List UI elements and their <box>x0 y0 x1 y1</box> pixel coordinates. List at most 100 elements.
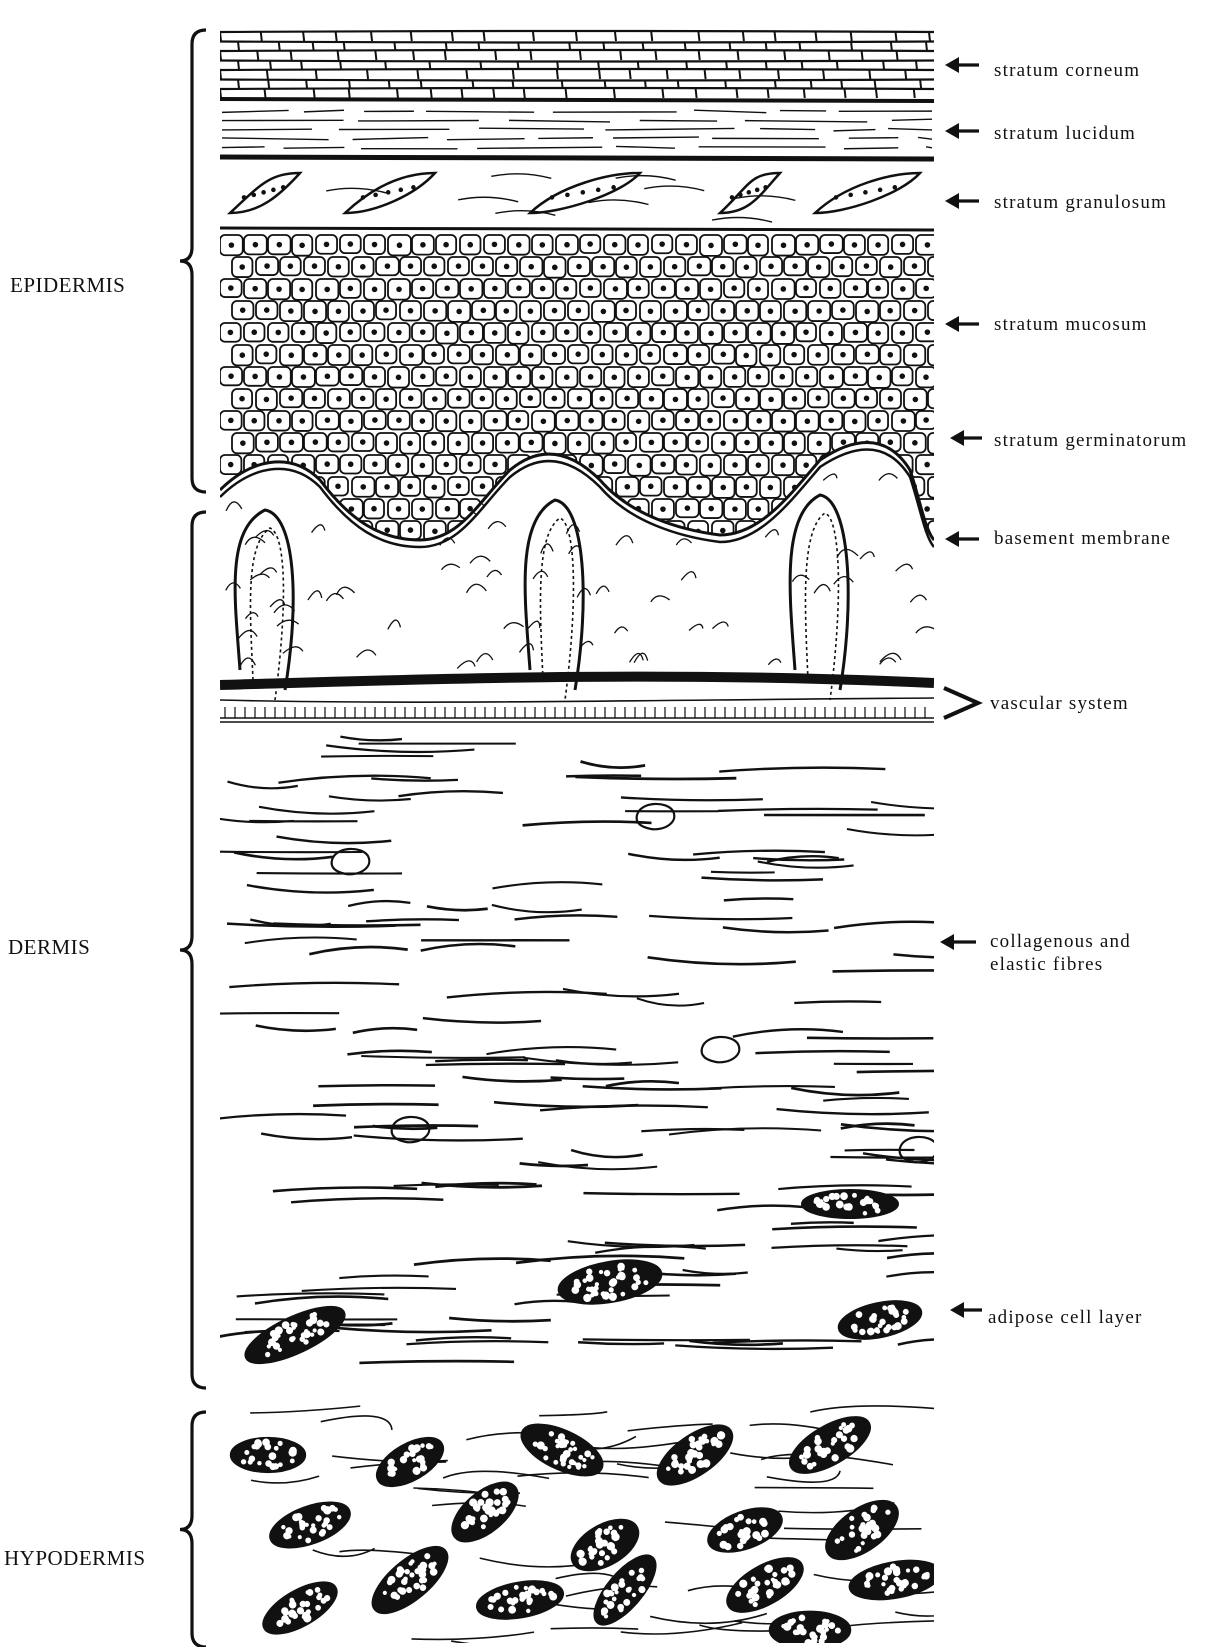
keratohyalin-granule <box>262 191 266 195</box>
adipose-lipid-droplet <box>290 1458 295 1463</box>
stratum-mucosum-label: stratum mucosum <box>994 313 1148 336</box>
keratinocyte-nucleus <box>408 528 413 533</box>
keratinocyte-nucleus <box>912 353 917 358</box>
adipose-lipid-droplet <box>852 1193 857 1198</box>
keratinocyte-nucleus <box>804 286 809 291</box>
keratinocyte-nucleus <box>253 286 258 291</box>
keratinocyte-nucleus <box>757 331 762 336</box>
keratinocyte-nucleus <box>757 419 762 424</box>
keratinocyte-nucleus <box>384 441 389 446</box>
keratohyalin-granule <box>581 191 585 195</box>
keratinocyte-nucleus <box>337 528 342 533</box>
hypodermis-fibre <box>895 1605 975 1616</box>
keratinocyte-nucleus <box>636 419 641 424</box>
dermis-fibre <box>347 1051 431 1055</box>
keratinocyte <box>472 521 494 540</box>
papilla-fibre <box>388 620 401 629</box>
lucidum-streak <box>760 129 815 130</box>
keratinocyte-nucleus <box>625 484 630 489</box>
keratinocyte <box>808 521 830 539</box>
keratinocyte-nucleus <box>696 440 701 445</box>
corneum-divider <box>743 32 744 41</box>
keratinocyte <box>568 477 589 496</box>
adipose-lipid-droplet <box>278 1462 283 1467</box>
keratinocyte-nucleus <box>324 507 329 512</box>
corneum-divider <box>851 42 852 51</box>
dermis-fibre <box>711 872 775 873</box>
dermis-fibre <box>329 796 411 800</box>
adipose-cell <box>648 1414 741 1496</box>
dermis-fibre <box>256 1026 336 1031</box>
keratinocyte-nucleus <box>685 287 690 292</box>
keratohyalin-granule <box>361 196 365 200</box>
keratinocyte <box>544 477 564 495</box>
corneum-divider <box>845 89 846 98</box>
corneum-divider <box>775 32 776 41</box>
corneum-divider <box>736 89 737 98</box>
keratinocyte-nucleus <box>876 418 881 423</box>
keratinocyte-nucleus <box>888 396 893 401</box>
pointer-arrow <box>945 316 979 332</box>
pointer-arrow <box>945 123 979 139</box>
keratinocyte-nucleus <box>576 441 581 446</box>
corneum-divider <box>667 70 668 79</box>
keratinocyte-nucleus <box>588 331 593 336</box>
hypodermis-fibre <box>480 1558 576 1567</box>
hypodermis-fibre <box>251 1476 319 1483</box>
dermis-fibre <box>719 768 885 772</box>
keratinocyte-nucleus <box>588 375 593 380</box>
capillary-loops <box>235 495 848 700</box>
keratinocyte-nucleus <box>445 506 450 511</box>
corneum-divider <box>929 32 930 41</box>
keratinocyte-nucleus <box>612 462 617 467</box>
keratinocyte-nucleus <box>901 287 906 292</box>
adipose-lipid-droplet <box>863 1211 868 1216</box>
keratinocyte-nucleus <box>372 287 377 292</box>
keratinocyte-nucleus <box>841 440 846 445</box>
corneum-line <box>220 31 934 32</box>
papilla-fibre <box>226 583 241 591</box>
keratinocyte-nucleus <box>241 441 246 446</box>
adipose-cell-outline <box>369 1428 451 1496</box>
keratinocyte-nucleus <box>661 286 666 291</box>
keratinocyte-nucleus <box>781 463 786 468</box>
keratinocyte-nucleus <box>372 242 377 247</box>
corneum-divider <box>238 80 239 89</box>
keratinocyte-nucleus <box>468 375 473 380</box>
keratinocyte-nucleus <box>829 418 834 423</box>
keratinocyte-nucleus <box>408 484 413 489</box>
keratinocyte-nucleus <box>468 462 473 467</box>
keratinocyte-nucleus <box>360 396 365 401</box>
keratinocyte-nucleus <box>432 441 437 446</box>
keratinocyte-nucleus <box>792 352 797 357</box>
keratinocyte-nucleus <box>301 375 306 380</box>
keratinocyte-nucleus <box>420 463 425 468</box>
stratum-corneum-label: stratum corneum <box>994 59 1140 82</box>
keratinocyte-nucleus <box>324 331 329 336</box>
adipose-lipid-droplet <box>244 1450 249 1455</box>
keratinocyte-nucleus <box>745 397 750 402</box>
dermis-fibre <box>583 1193 739 1194</box>
keratinocyte-nucleus <box>516 418 521 423</box>
dermis-fibre <box>693 851 825 855</box>
keratinocyte-nucleus <box>865 484 870 489</box>
keratinocyte-nucleus <box>648 352 653 357</box>
keratinocyte-nucleus <box>613 330 618 335</box>
keratinocyte-nucleus <box>937 441 942 446</box>
keratinocyte-nucleus <box>289 309 294 314</box>
papilla-fibre <box>255 531 273 538</box>
keratinocyte-nucleus <box>900 374 905 379</box>
papilla-fibre <box>477 654 493 662</box>
keratinocyte-nucleus <box>600 528 605 533</box>
papilla-fibre <box>596 586 609 594</box>
keratinocyte-nucleus <box>289 353 294 358</box>
corneum-divider <box>705 70 706 79</box>
keratinocyte-nucleus <box>817 441 822 446</box>
keratinocyte-nucleus <box>829 331 834 336</box>
adipose-cell <box>702 1500 787 1561</box>
keratinocyte-nucleus <box>240 396 245 401</box>
keratinocyte-nucleus <box>708 463 713 468</box>
corneum-divider <box>314 89 315 98</box>
keratinocyte-nucleus <box>457 309 462 314</box>
corneum-divider <box>897 51 898 60</box>
